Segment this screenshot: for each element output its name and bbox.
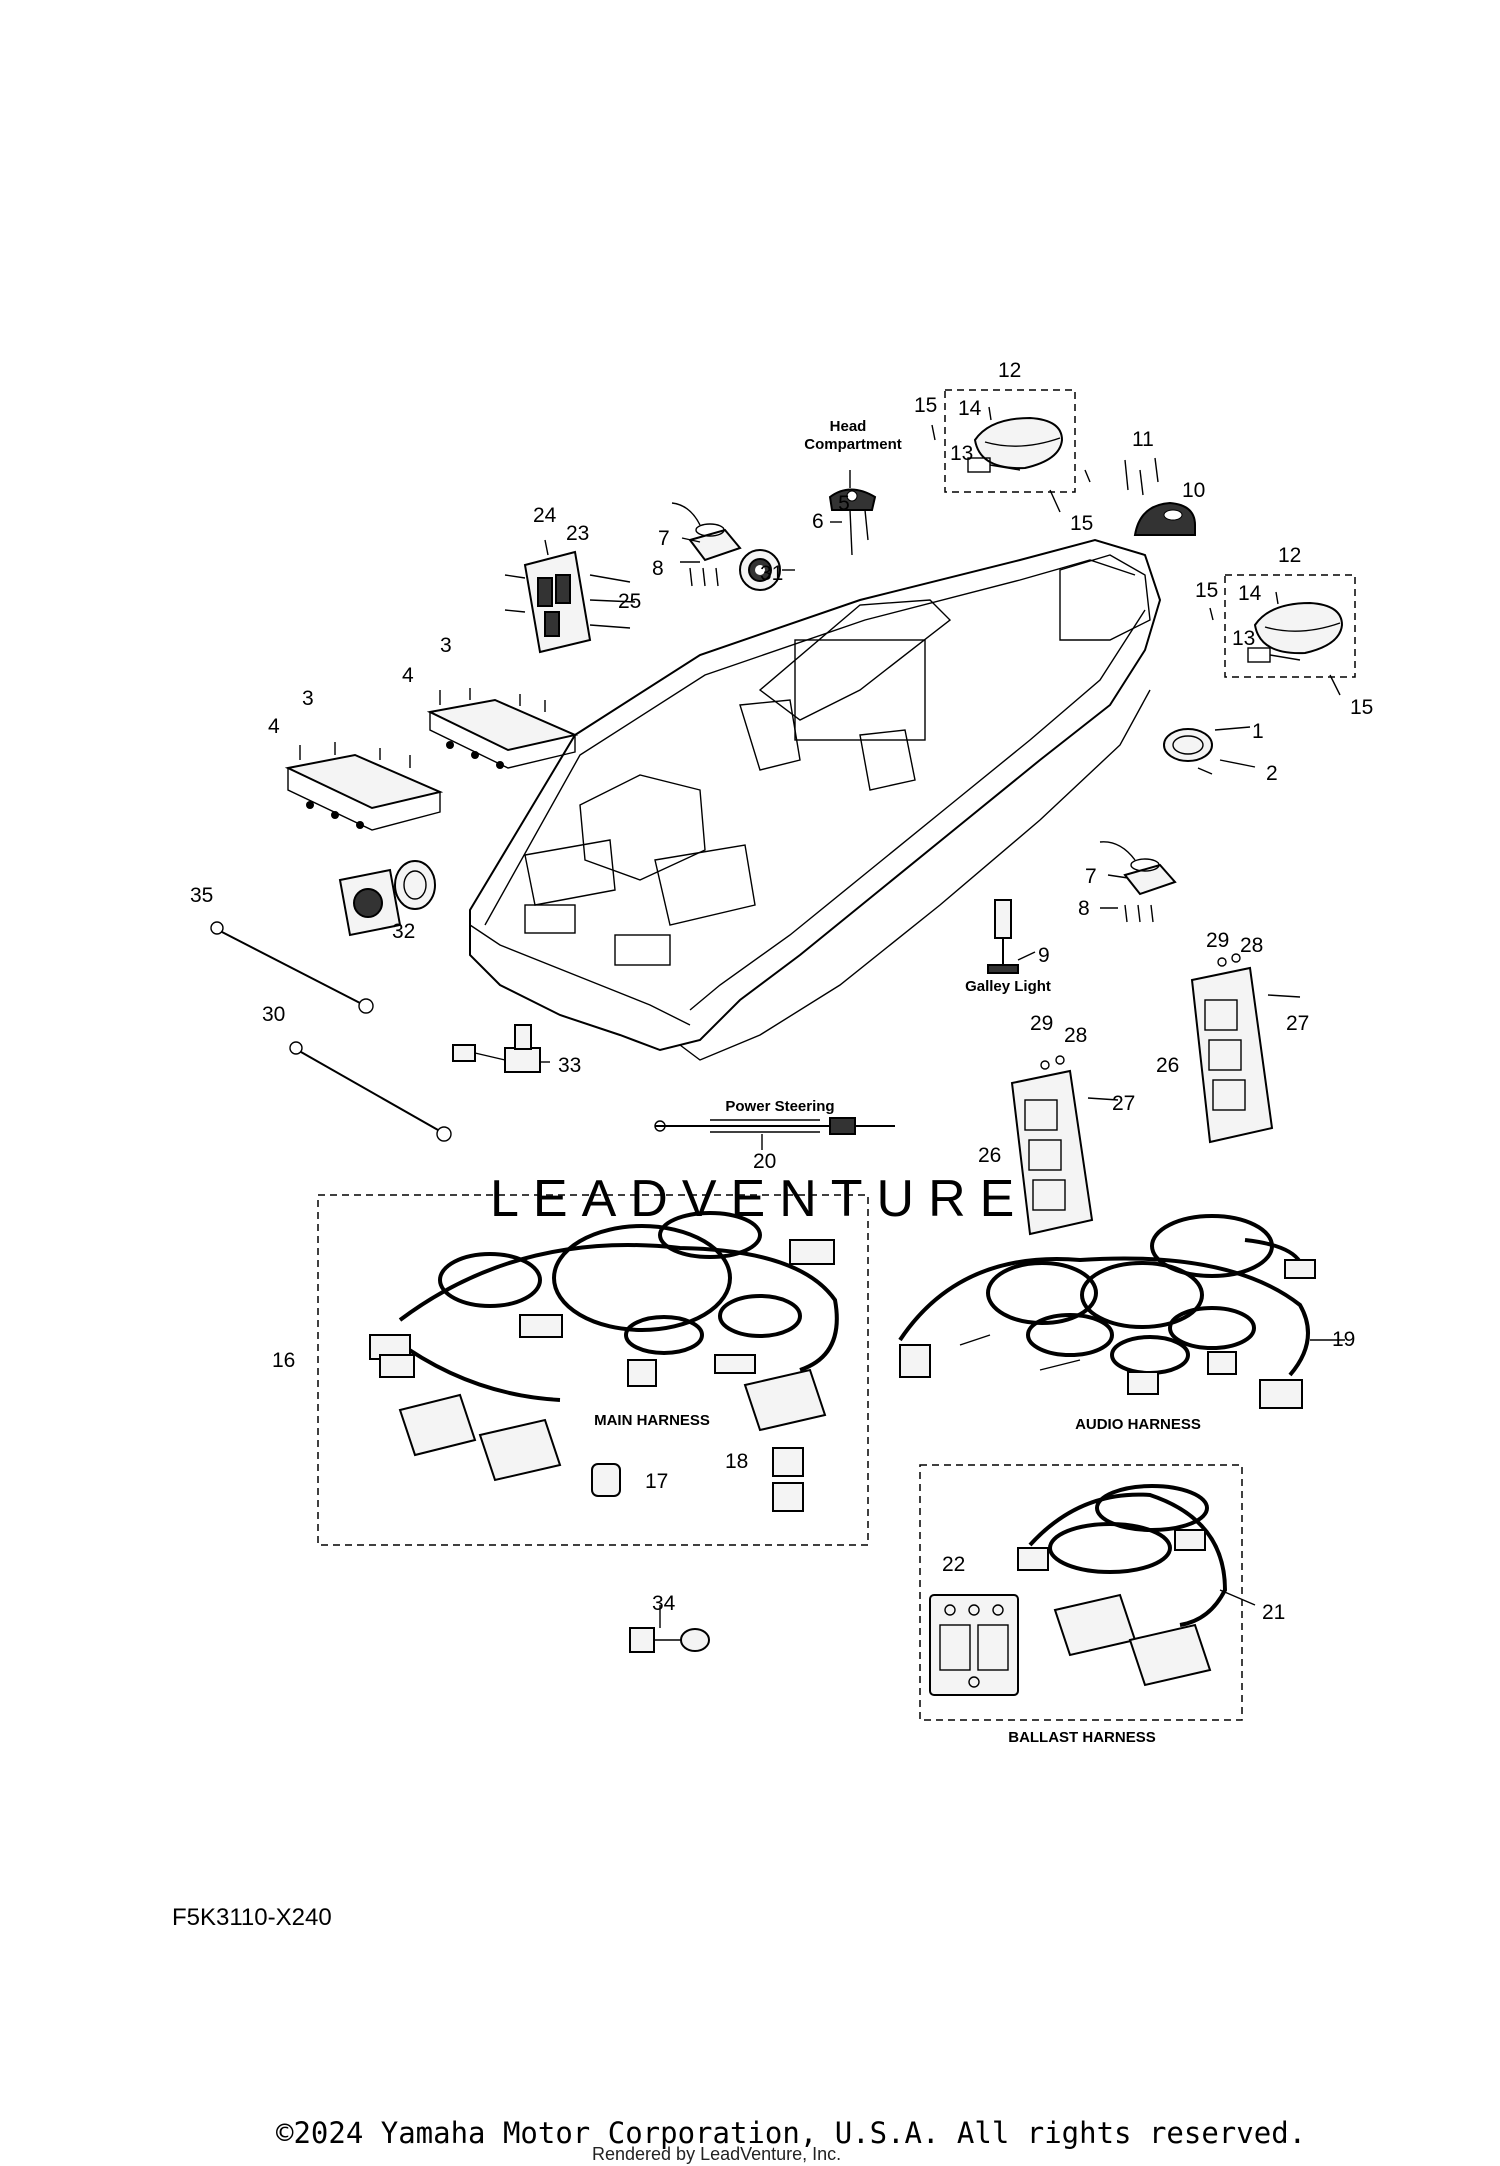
- caption-power-steering: Power Steering: [725, 1098, 834, 1115]
- callout-22: 22: [942, 1553, 965, 1576]
- callout-12-head: 12: [998, 359, 1021, 382]
- callout-20: 20: [753, 1150, 776, 1173]
- callout-4-upper: 4: [402, 664, 414, 687]
- callout-31: 31: [760, 562, 783, 585]
- copyright-notice: ©2024 Yamaha Motor Corporation, U.S.A. A…: [276, 2116, 1307, 2150]
- callout-27-right: 27: [1286, 1012, 1309, 1035]
- callout-4-lower: 4: [268, 715, 280, 738]
- callout-33: 33: [558, 1054, 581, 1077]
- boat-hull: [469, 538, 1162, 1061]
- callout-3-lower: 3: [302, 687, 314, 710]
- group-box-12-head: [944, 389, 1076, 493]
- caption-audio-harness: AUDIO HARNESS: [1075, 1416, 1201, 1433]
- callout-5: 5: [838, 492, 850, 515]
- callout-30: 30: [262, 1003, 285, 1026]
- ballast-harness: [1017, 1484, 1256, 1687]
- callout-9: 9: [1038, 944, 1050, 967]
- callout-26-left: 26: [978, 1144, 1001, 1167]
- 12v-socket: [338, 860, 436, 937]
- callout-10: 10: [1182, 479, 1205, 502]
- callout-7-right: 7: [1085, 865, 1097, 888]
- callout-1: 1: [1252, 720, 1264, 743]
- power-steering-harness: [654, 1117, 895, 1150]
- diagram-code: F5K3110-X240: [172, 1904, 332, 1931]
- main-harness: [369, 1211, 839, 1512]
- ballast-switch-panel: [929, 1594, 1019, 1696]
- callout-16: 16: [272, 1349, 295, 1372]
- callout-28-left: 28: [1064, 1024, 1087, 1047]
- callout-7-top: 7: [658, 527, 670, 550]
- callout-15-head-left: 15: [914, 394, 937, 417]
- callout-32: 32: [392, 920, 415, 943]
- head-compartment-light: [828, 470, 877, 556]
- callout-15-head-right: 15: [1070, 512, 1093, 535]
- callout-6: 6: [812, 510, 824, 533]
- caption-main-harness: MAIN HARNESS: [594, 1412, 710, 1429]
- speaker-cover-bow: [1209, 591, 1344, 696]
- ground-cable-35: [210, 921, 374, 1014]
- sensor: [452, 1024, 550, 1073]
- group-box-12-bow: [1224, 574, 1356, 678]
- callout-15-bow-right: 15: [1350, 696, 1373, 719]
- callout-18: 18: [725, 1450, 748, 1473]
- callout-12-bow: 12: [1278, 544, 1301, 567]
- callout-25: 25: [618, 590, 641, 613]
- storage-tray-upper: [426, 688, 579, 769]
- callout-24: 24: [533, 504, 557, 527]
- ground-cable-30: [289, 1041, 452, 1142]
- rendered-by-notice: Rendered by LeadVenture, Inc.: [592, 2144, 842, 2164]
- speaker-cover-head: [931, 406, 1091, 513]
- speaker-grille: [1163, 726, 1251, 762]
- callout-27-left: 27: [1112, 1092, 1135, 1115]
- callout-13-head: 13: [950, 442, 973, 465]
- switch-panel: [504, 539, 636, 654]
- watermark: LEADVENTURE: [490, 1170, 1028, 1228]
- callout-8-right: 8: [1078, 897, 1090, 920]
- callout-3-upper: 3: [440, 634, 452, 657]
- callout-23: 23: [566, 522, 589, 545]
- callout-14-bow: 14: [1238, 582, 1262, 605]
- group-box-main-harness: [317, 1194, 869, 1546]
- courtesy-light-top: [671, 502, 742, 587]
- callout-17: 17: [645, 1470, 668, 1493]
- usb-outlet: [739, 549, 795, 591]
- fuse-box-right: [1190, 953, 1301, 1144]
- storage-tray-lower: [284, 742, 444, 831]
- galley-light: [987, 899, 1036, 974]
- caption-head-compartment-2: Compartment: [804, 436, 902, 453]
- bulb: [629, 1605, 710, 1653]
- callout-28-right: 28: [1240, 934, 1263, 957]
- callout-19: 19: [1332, 1328, 1355, 1351]
- group-box-ballast-harness: [919, 1464, 1243, 1721]
- callout-21: 21: [1262, 1601, 1285, 1624]
- callout-13-bow: 13: [1232, 627, 1255, 650]
- callout-2: 2: [1266, 762, 1278, 785]
- callout-11: 11: [1132, 428, 1154, 451]
- callout-29-right: 29: [1206, 929, 1229, 952]
- caption-ballast-harness: BALLAST HARNESS: [1008, 1729, 1156, 1746]
- audio-harness: [898, 1214, 1345, 1409]
- courtesy-light-right: [1099, 841, 1177, 923]
- callout-15-bow-left: 15: [1195, 579, 1218, 602]
- callout-34: 34: [652, 1592, 676, 1615]
- callout-numbers: 1 2 3 3 4 4 5 6 7 8 7 8 9 10 11 12 12 13…: [190, 359, 1373, 1624]
- callout-29-left: 29: [1030, 1012, 1053, 1035]
- caption-galley-light: Galley Light: [965, 978, 1051, 995]
- callout-35: 35: [190, 884, 213, 907]
- fuse-box-left: [1010, 1055, 1119, 1236]
- tower-speaker: [1124, 457, 1196, 536]
- caption-head-compartment-1: Head: [830, 418, 867, 435]
- callout-14-head: 14: [958, 397, 982, 420]
- callout-26-right: 26: [1156, 1054, 1179, 1077]
- callout-8-top: 8: [652, 557, 664, 580]
